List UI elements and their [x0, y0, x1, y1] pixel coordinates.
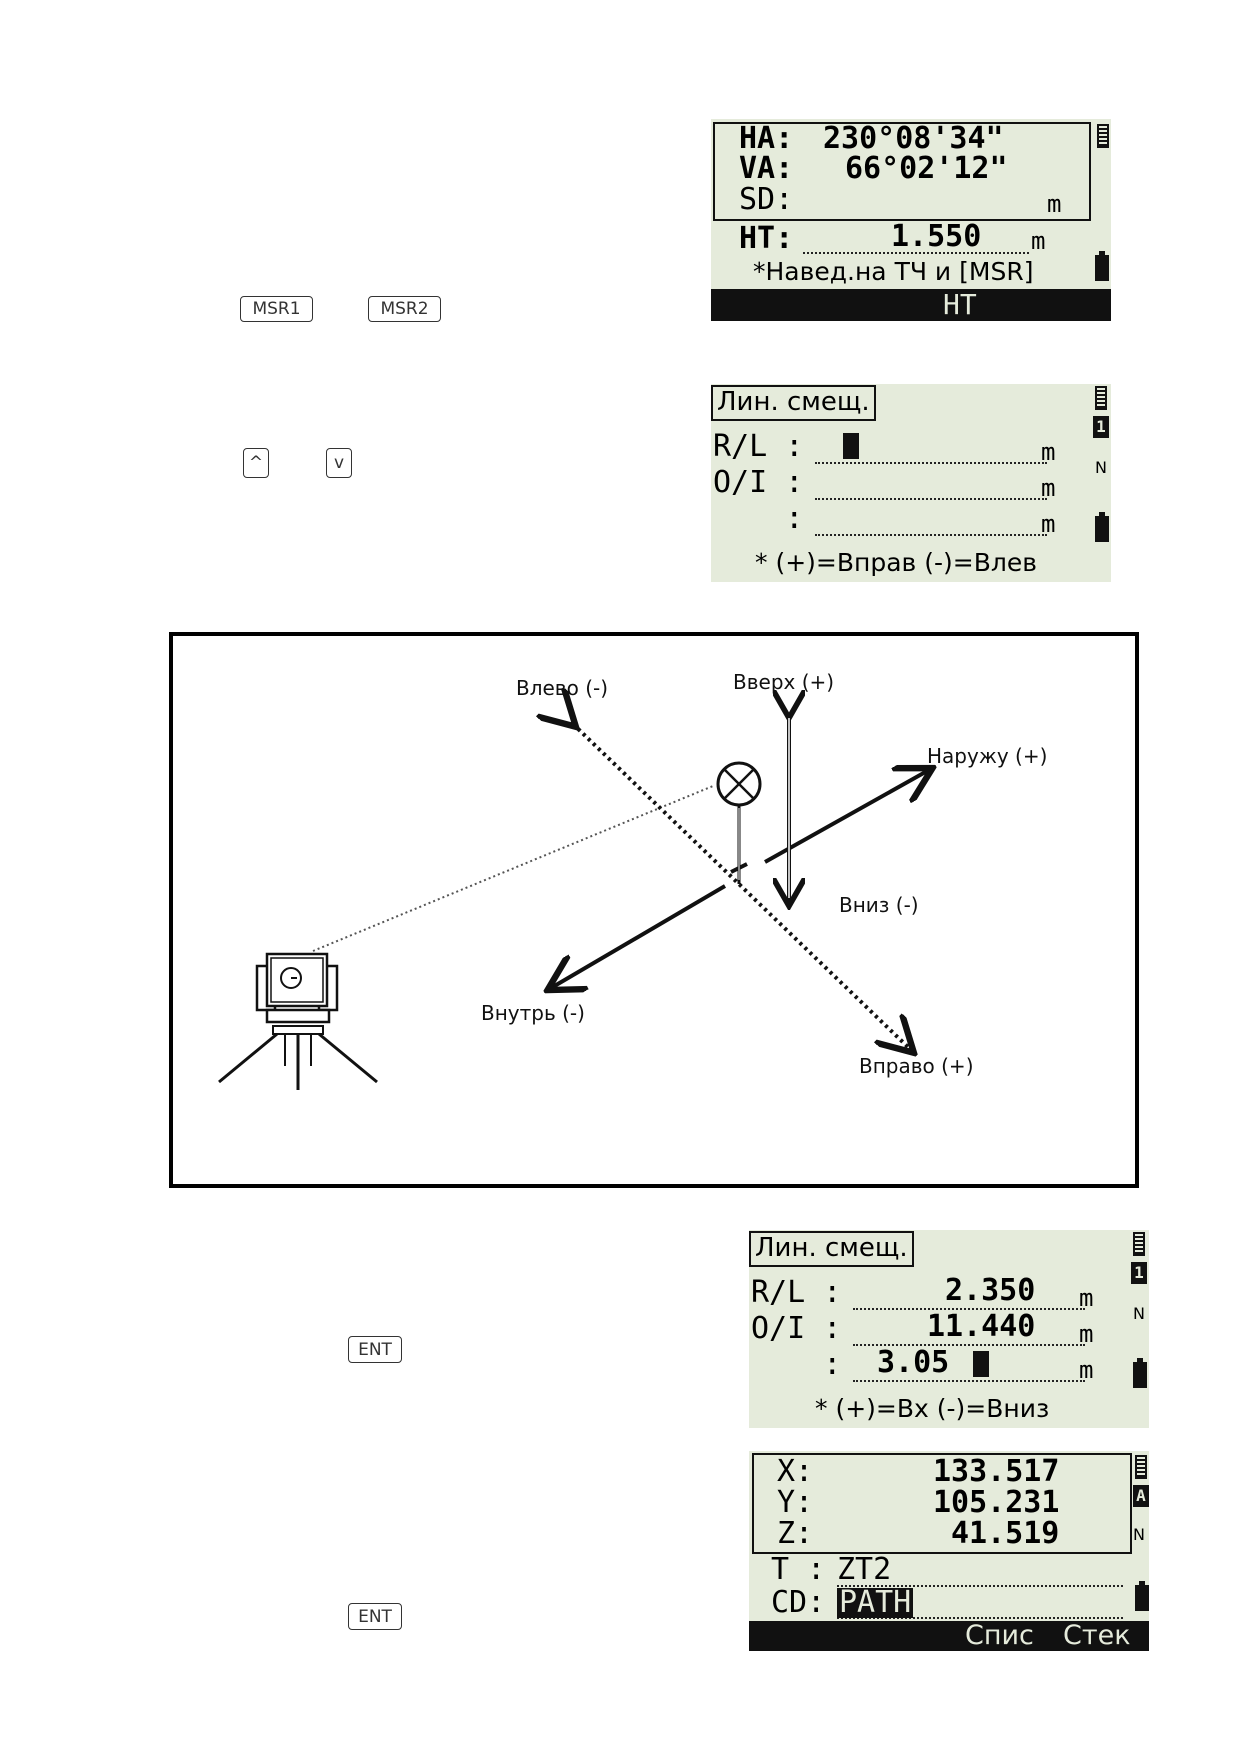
sd-unit: m [1047, 190, 1062, 218]
msr1-key: MSR1 [240, 296, 313, 322]
down-arrow-key: v [326, 448, 352, 478]
sign-hint: * (+)=Вправ (-)=Влев [755, 548, 1037, 577]
vertical-unit: m [1041, 510, 1056, 538]
up-arrow-key: ^ [243, 448, 269, 478]
mode-letter-icon: N [1133, 1304, 1145, 1323]
oi-label: O/I : [751, 1311, 842, 1346]
ht-value[interactable]: 1.550 [891, 219, 982, 254]
oi-label: O/I : [713, 465, 804, 500]
cd-value[interactable]: PATH [837, 1585, 914, 1620]
ha-label: HA: [739, 121, 794, 156]
angles-frame [713, 122, 1091, 221]
screen-title: Лин. смещ. [711, 385, 876, 421]
mode-n-icon: N [1133, 1525, 1145, 1544]
mode-letter-icon: N [1095, 458, 1107, 477]
rl-unit: m [1041, 438, 1056, 466]
left-right-axis [573, 724, 911, 1050]
in-out-axis-lower [551, 884, 727, 988]
screen-title: Лин. смещ. [749, 1231, 914, 1267]
scroll-icon [1097, 124, 1109, 148]
instrument-screen-offset-filled: Лин. смещ. 1 N R/L : 2.350 m O/I : 11.44… [749, 1230, 1149, 1428]
mode-number-icon: 1 [1131, 1262, 1147, 1284]
rl-field-dots [815, 462, 1047, 464]
vertical-field-dots [815, 534, 1047, 536]
instrument-screen-measure: HA: 230°08'34" VA: 66°02'12" SD: m HT: 1… [711, 119, 1111, 321]
battery-icon [1135, 1581, 1149, 1611]
msr2-key: MSR2 [368, 296, 441, 322]
rl-unit: m [1079, 1284, 1094, 1312]
enter-key: ENT [348, 1336, 402, 1363]
softkey-stack[interactable]: Стек [1063, 1620, 1131, 1651]
mode-letter-icon: A [1133, 1485, 1149, 1507]
vertical-field-dots [853, 1380, 1085, 1382]
rl-label: R/L : [713, 429, 804, 464]
instrument-screen-result: X: 133.517 Y: 105.231 Z: 41.519 A N T : … [749, 1451, 1149, 1651]
label-down: Вниз (-) [839, 893, 919, 917]
cd-field-dots [837, 1617, 1123, 1619]
cd-label: CD: [771, 1585, 826, 1620]
instrument-screen-offset-empty: Лин. смещ. 1 N R/L : m O/I : m : m * (+)… [711, 384, 1111, 582]
label-left: Влево (-) [516, 676, 608, 700]
battery-icon [1095, 251, 1109, 281]
oi-unit: m [1041, 474, 1056, 502]
label-in: Внутрь (-) [481, 1001, 585, 1025]
input-cursor [973, 1351, 989, 1377]
label-out: Наружу (+) [927, 744, 1047, 768]
scroll-icon [1133, 1232, 1145, 1256]
rl-label: R/L : [751, 1275, 842, 1310]
battery-icon [1133, 1358, 1147, 1388]
x-label: X: [777, 1454, 814, 1489]
offset-diagram: Влево (-) Вверх (+) Наружу (+) Вниз (-) … [169, 632, 1139, 1188]
prism-target-icon [716, 761, 762, 807]
vertical-unit: m [1079, 1356, 1094, 1384]
input-cursor [843, 433, 859, 459]
oi-field-dots [853, 1344, 1085, 1346]
vertical-label: : [751, 1347, 842, 1382]
va-label: VA: [739, 151, 794, 186]
y-value: 105.231 [933, 1485, 1060, 1520]
vertical-value[interactable]: 3.05 [877, 1345, 950, 1380]
ha-value: 230°08'34" [823, 121, 1004, 156]
t-value[interactable]: ZT2 [837, 1552, 892, 1587]
z-value: 41.519 [951, 1516, 1060, 1551]
coordinates-frame [752, 1453, 1132, 1554]
rl-field-dots [853, 1308, 1085, 1310]
label-right: Вправо (+) [859, 1054, 974, 1078]
oi-field-dots [815, 498, 1047, 500]
y-label: Y: [777, 1485, 814, 1520]
softkey-ht[interactable]: HT [943, 288, 977, 321]
softkey-bar [711, 289, 1111, 321]
ht-unit: m [1031, 227, 1046, 255]
total-station-icon [218, 952, 378, 1090]
status-message: *Навед.на ТЧ и [MSR] [753, 257, 1034, 286]
mode-number-icon: 1 [1093, 416, 1109, 438]
oi-unit: m [1079, 1320, 1094, 1348]
ht-field-dots [803, 252, 1029, 254]
scroll-icon [1095, 386, 1107, 410]
offset-diagram-svg: Влево (-) Вверх (+) Наружу (+) Вниз (-) … [218, 670, 1047, 1090]
vertical-label: : [713, 501, 804, 536]
enter-key-2: ENT [348, 1603, 402, 1630]
t-label: T : [771, 1552, 826, 1587]
softkey-bar [749, 1621, 1149, 1651]
va-value: 66°02'12" [845, 151, 1008, 186]
sd-label: SD: [739, 182, 794, 217]
t-field-dots [837, 1585, 1123, 1587]
label-up: Вверх (+) [733, 670, 834, 694]
oi-value[interactable]: 11.440 [927, 1309, 1036, 1344]
x-value: 133.517 [933, 1454, 1060, 1489]
sign-hint: * (+)=Вх (-)=Вниз [815, 1394, 1050, 1423]
battery-icon [1095, 512, 1109, 542]
z-label: Z: [777, 1516, 814, 1551]
scroll-icon [1135, 1455, 1147, 1479]
rl-value[interactable]: 2.350 [945, 1273, 1036, 1308]
softkey-list[interactable]: Спис [965, 1620, 1034, 1651]
ht-label: HT: [739, 221, 794, 256]
